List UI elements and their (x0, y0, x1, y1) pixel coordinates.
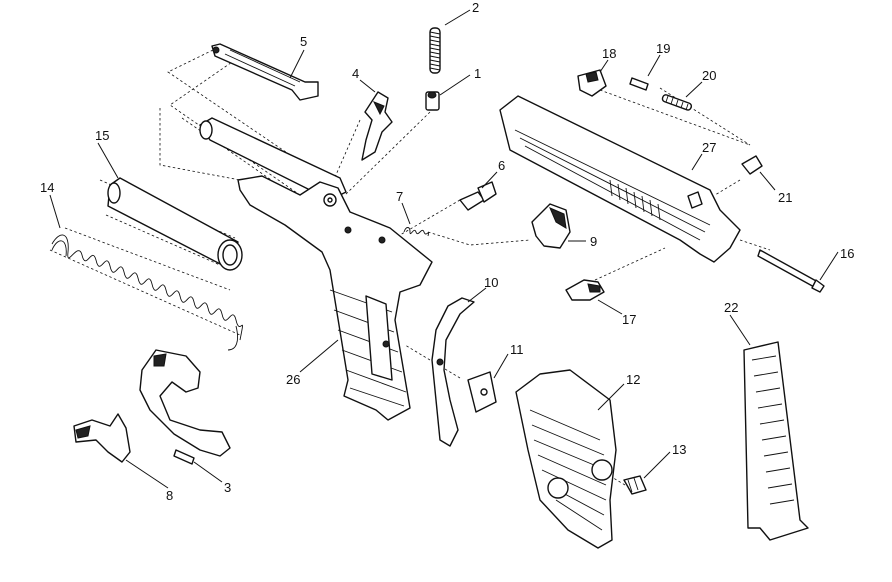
part-7-small-spring (403, 227, 429, 237)
leader-lines (49, 9, 839, 489)
callout-18: 18 (602, 46, 616, 61)
part-19-pin (629, 77, 649, 91)
callout-6: 6 (498, 158, 505, 173)
callout-10: 10 (484, 275, 498, 290)
part-12-grip-panel (515, 369, 617, 549)
part-6-pin (459, 181, 497, 211)
part-14-recoil-spring (51, 234, 243, 351)
callout-26: 26 (286, 372, 300, 387)
part-17-extractor (565, 279, 605, 301)
part-22-magazine (743, 341, 809, 541)
callout-13: 13 (672, 442, 686, 457)
callout-5: 5 (300, 34, 307, 49)
callout-11: 11 (510, 342, 524, 357)
callout-22: 22 (724, 300, 738, 315)
part-1-plunger (425, 91, 440, 111)
part-16-guide-rod (757, 249, 825, 293)
callout-labels: 2 1 5 4 6 7 9 15 14 18 19 20 27 21 16 17… (40, 0, 854, 503)
trigger-guard (139, 349, 231, 457)
callout-7: 7 (396, 189, 403, 204)
callout-17: 17 (622, 312, 636, 327)
part-27-slide (499, 95, 741, 263)
callout-27: 27 (702, 140, 716, 155)
part-8-lever (73, 413, 131, 463)
part-15-bushing (107, 177, 243, 271)
callout-20: 20 (702, 68, 716, 83)
callout-15: 15 (95, 128, 109, 143)
assembly-guide-lines (49, 49, 771, 486)
callout-9: 9 (590, 234, 597, 249)
callout-8: 8 (166, 488, 173, 503)
part-4-lever (361, 91, 393, 161)
part-3-pin (173, 449, 195, 465)
part-5-rod (211, 43, 319, 101)
part-20-spring (661, 94, 693, 111)
callout-19: 19 (656, 41, 670, 56)
callout-3: 3 (224, 480, 231, 495)
callout-21: 21 (778, 190, 792, 205)
callout-4: 4 (352, 66, 359, 81)
callout-16: 16 (840, 246, 854, 261)
callout-1: 1 (474, 66, 481, 81)
part-21-sight-insert (741, 155, 763, 175)
part-2-spring (429, 27, 441, 74)
part-9-hammer (531, 203, 571, 249)
callout-12: 12 (626, 372, 640, 387)
callout-2: 2 (472, 0, 479, 15)
part-26-frame (199, 117, 433, 421)
callout-14: 14 (40, 180, 54, 195)
part-13-screw (623, 475, 647, 495)
part-18-sight (577, 69, 607, 97)
part-11-clip (467, 371, 497, 413)
part-10-bar (431, 297, 475, 447)
